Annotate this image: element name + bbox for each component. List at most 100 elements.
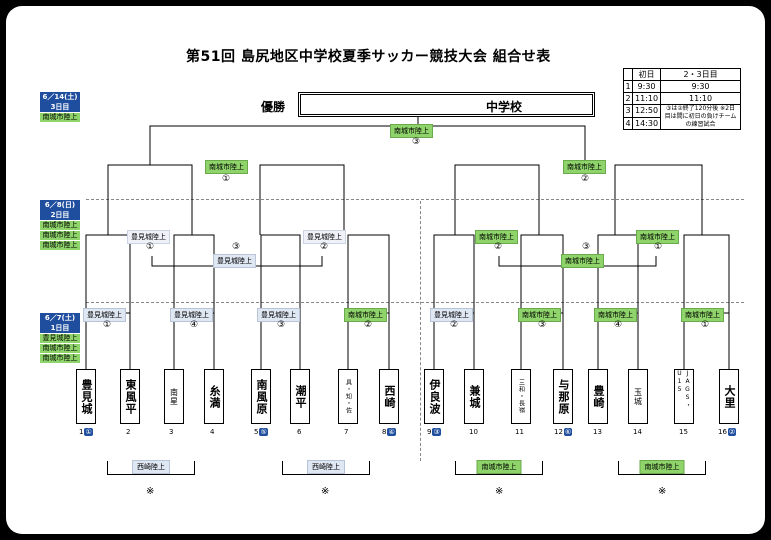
slot-number: 5 xyxy=(254,428,259,436)
slot-number: 7 xyxy=(344,428,349,436)
team-13: 豊崎 xyxy=(588,369,608,424)
slot-label: 4 xyxy=(210,428,214,436)
consolation-match: 南城市陸上 xyxy=(618,460,706,475)
extra-match-slot: ③ xyxy=(582,242,591,252)
slot-label: 14 xyxy=(633,428,642,436)
consolation-venue: 西崎陸上 xyxy=(132,460,170,474)
consolation-match: 西崎陸上 xyxy=(107,460,195,475)
schedule-table: 初日 2・3日目 1 9:30 9:30 2 11:10 11:10 3 12:… xyxy=(623,68,741,130)
day1-label: 1日目 xyxy=(40,323,80,333)
slot-label: 10 xyxy=(469,428,478,436)
quarter-venue: 南城市陸上 xyxy=(636,230,679,244)
day1-date: 6／7(土) xyxy=(40,313,80,323)
day1-venue-1: 豊見城陸上 xyxy=(40,333,80,343)
seed-badge: ⑥ xyxy=(563,428,573,436)
day1-venue-3: 南城市陸上 xyxy=(40,353,80,363)
slot-label: 11 xyxy=(515,428,524,436)
round1-venue: 南城市陸上 xyxy=(344,308,387,322)
slot-label: 3 xyxy=(169,428,173,436)
day3-box: 6／14(土) 3日目 南城市陸上 xyxy=(40,92,80,122)
team-4: 糸満 xyxy=(204,369,224,424)
extra-match-venue: 南城市陸上 xyxy=(561,254,604,268)
team-5: 南風原 xyxy=(251,369,271,424)
slot-number: 6 xyxy=(297,428,302,436)
round1-slot: ① xyxy=(103,320,112,330)
consolation-venue: 西崎陸上 xyxy=(307,460,345,474)
day3-venue: 南城市陸上 xyxy=(40,112,80,122)
seed-badge: ④ xyxy=(387,428,396,436)
day2-venue-3: 南城市陸上 xyxy=(40,240,80,250)
day-divider xyxy=(86,199,744,200)
slot-number: 4 xyxy=(210,428,215,436)
day3-label: 3日目 xyxy=(40,102,80,112)
consolation-mark: ※ xyxy=(495,486,504,497)
slot-number: 2 xyxy=(126,428,131,436)
seed-badge: ① xyxy=(84,428,93,436)
quarter-venue: 豊見城陸上 xyxy=(303,230,346,244)
round1-slot: ② xyxy=(450,320,459,330)
consolation-mark: ※ xyxy=(146,486,155,497)
team-11: 三和・長嶺 xyxy=(511,369,531,424)
day-divider xyxy=(86,302,744,303)
bracket-sheet: 第51回 島尻地区中学校夏季サッカー競技大会 組合せ表 6／14(土) 3日目 … xyxy=(6,6,765,534)
day2-box: 6／8(日) 2日目 南城市陸上 南城市陸上 南城市陸上 xyxy=(40,200,80,250)
team-2: 東風平 xyxy=(120,369,140,424)
slot-number: 11 xyxy=(515,428,524,436)
day2-venue-1: 南城市陸上 xyxy=(40,220,80,230)
champion-label: 優勝 xyxy=(261,100,286,114)
seed-badge: ② xyxy=(727,428,737,436)
round1-venue: 南城市陸上 xyxy=(518,308,561,322)
semi-venue-right: 南城市陸上 xyxy=(563,160,606,174)
quarter-slot: ① xyxy=(146,242,155,252)
slot-number: 1 xyxy=(79,428,84,436)
quarter-venue: 南城市陸上 xyxy=(475,230,518,244)
day3-date: 6／14(土) xyxy=(40,92,80,102)
page-title: 第51回 島尻地区中学校夏季サッカー競技大会 組合せ表 xyxy=(186,49,551,65)
slot-label: 7 xyxy=(344,428,348,436)
seed-badge: ⑤ xyxy=(259,428,268,436)
team-10: 兼城 xyxy=(464,369,484,424)
semi-slot-left: ① xyxy=(222,174,231,184)
team-6: 潮平 xyxy=(290,369,310,424)
slot-number: 3 xyxy=(169,428,174,436)
slot-number: 13 xyxy=(593,428,602,436)
quarter-slot: ① xyxy=(654,242,663,252)
slot-number: 10 xyxy=(469,428,478,436)
semi-slot-right: ② xyxy=(581,174,590,184)
day1-box: 6／7(土) 1日目 豊見城陸上 南城市陸上 南城市陸上 xyxy=(40,313,80,363)
team-1: 豊見城 xyxy=(76,369,96,424)
quarter-slot: ② xyxy=(494,242,503,252)
slot-number: 12 xyxy=(554,428,563,436)
slot-number: 14 xyxy=(633,428,642,436)
round1-slot: ④ xyxy=(190,320,199,330)
schedule-note: ③は②終了120分後 ※2日目は間に初日の負けチームの練習試合 xyxy=(660,104,741,130)
team-14: 玉城 xyxy=(628,369,648,424)
round1-slot: ④ xyxy=(614,320,623,330)
slot-number: 15 xyxy=(679,428,688,436)
team-12: 与那原 xyxy=(553,369,573,424)
seed-badge: ③ xyxy=(432,428,441,436)
final-venue: 南城市陸上 xyxy=(390,124,433,138)
team-8: 西崎 xyxy=(379,369,399,424)
team-7: 具・知・佐 xyxy=(338,369,358,424)
round1-venue: 南城市陸上 xyxy=(681,308,724,322)
consolation-match: 西崎陸上 xyxy=(282,460,370,475)
bracket-center-divider xyxy=(420,201,421,461)
round1-venue: 豊見城陸上 xyxy=(430,308,473,322)
team-15: JAGS・U15 xyxy=(674,369,694,424)
champion-name: 中学校 xyxy=(485,100,522,114)
champion-box: 中学校 xyxy=(298,92,595,117)
round1-venue: 豊見城陸上 xyxy=(83,308,126,322)
slot-number: 8 xyxy=(382,428,387,436)
consolation-venue: 南城市陸上 xyxy=(476,460,522,474)
consolation-venue: 南城市陸上 xyxy=(639,460,685,474)
semi-venue-left: 南城市陸上 xyxy=(205,160,248,174)
consolation-mark: ※ xyxy=(658,486,667,497)
consolation-mark: ※ xyxy=(321,486,330,497)
day2-venue-2: 南城市陸上 xyxy=(40,230,80,240)
